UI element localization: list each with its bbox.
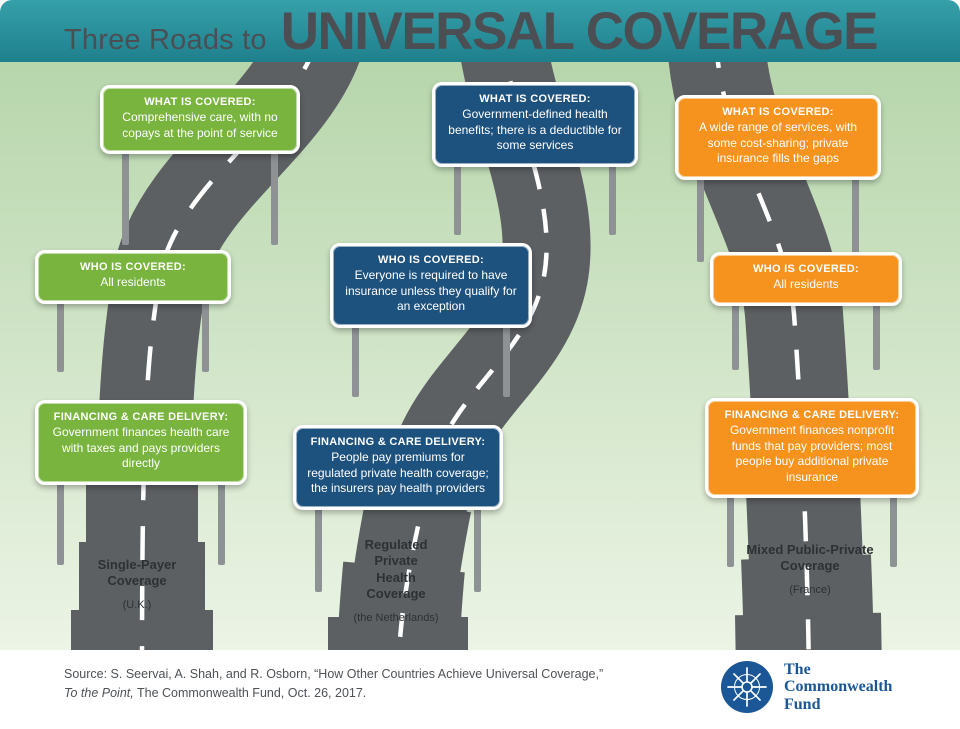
sign-post-right — [873, 282, 880, 370]
road-netherlands-centerline — [396, 62, 549, 650]
logo-line-2: Commonwealth — [784, 678, 893, 696]
sign-post-left — [122, 115, 129, 245]
sign-post-left — [454, 112, 461, 235]
road-sublabel-text: (France) — [789, 584, 831, 597]
sign-post-right — [271, 115, 278, 245]
road-label-france: Mixed Public-Private Coverage (France) — [742, 542, 878, 596]
sign-post-right — [503, 273, 510, 397]
sign-heading: FINANCING & CARE DELIVERY: — [724, 409, 900, 421]
source-publication: To the Point, — [64, 686, 134, 701]
main-scene: WHAT IS COVERED: Comprehensive care, wit… — [0, 62, 960, 650]
road-label-netherlands: Regulated Private Health Coverage (the N… — [330, 537, 462, 624]
sign-heading: WHO IS COVERED: — [753, 263, 859, 275]
sign-uk-what-covered: WHAT IS COVERED: Comprehensive care, wit… — [100, 85, 300, 245]
sign-heading: WHAT IS COVERED: — [722, 106, 834, 118]
sign-heading: WHO IS COVERED: — [80, 261, 186, 273]
sign-body: All residents — [773, 277, 839, 291]
sign-france-financing: FINANCING & CARE DELIVERY: Government fi… — [705, 398, 919, 567]
compass-rose-icon — [721, 661, 773, 713]
road-sublabel-text: (the Netherlands) — [353, 611, 439, 624]
sign-heading: WHAT IS COVERED: — [144, 96, 256, 108]
sign-heading: WHO IS COVERED: — [378, 254, 484, 266]
page-title: Three Roads to UNIVERSAL COVERAGE — [64, 1, 879, 61]
road-label-uk: Single-Payer Coverage (U.K.) — [67, 557, 207, 611]
sign-body: Comprehensive care, with no copays at th… — [122, 110, 278, 140]
sign-france-what-covered: WHAT IS COVERED: A wide range of service… — [675, 95, 881, 262]
road-label-text: Mixed Public-Private Coverage — [746, 542, 874, 574]
commonwealth-fund-logo: The Commonwealth Fund — [720, 660, 892, 714]
logo-text: The Commonwealth Fund — [784, 661, 892, 713]
road-label-text: Regulated Private Health Coverage — [364, 537, 428, 601]
sign-body: People pay premiums for regulated privat… — [307, 450, 489, 496]
sign-post-left — [57, 430, 64, 565]
sign-body: Government finances health care with tax… — [52, 425, 230, 471]
sign-post-left — [697, 125, 704, 262]
sign-netherlands-what-covered: WHAT IS COVERED: Government-defined heal… — [432, 82, 638, 235]
title-main: UNIVERSAL COVERAGE — [280, 1, 879, 61]
road-france-centerline — [715, 62, 811, 650]
sign-body: Everyone is required to have insurance u… — [345, 268, 517, 314]
sign-post-left — [57, 280, 64, 372]
source-line-2: To the Point, The Commonwealth Fund, Oct… — [64, 684, 603, 703]
logo-line-3: Fund — [784, 695, 821, 713]
sign-netherlands-who-covered: WHO IS COVERED: Everyone is required to … — [330, 243, 532, 397]
title-prefix: Three Roads to — [64, 23, 267, 56]
sign-heading: WHAT IS COVERED: — [479, 93, 591, 105]
sign-post-left — [352, 273, 359, 397]
sign-france-who-covered: WHO IS COVERED: All residents — [710, 252, 902, 370]
sign-uk-who-covered: WHO IS COVERED: All residents — [35, 250, 231, 372]
sign-heading: FINANCING & CARE DELIVERY: — [310, 436, 486, 448]
sign-post-right — [474, 455, 481, 592]
road-sublabel-text: (U.K.) — [122, 599, 152, 612]
source-text: Source: S. Seervai, A. Shah, and R. Osbo… — [64, 665, 603, 704]
sign-post-right — [852, 125, 859, 262]
sign-body: A wide range of services, with some cost… — [698, 120, 858, 166]
sign-post-right — [609, 112, 616, 235]
footer: Source: S. Seervai, A. Shah, and R. Osbo… — [0, 650, 960, 729]
logo-line-1: The — [784, 661, 811, 679]
source-line-2-rest: The Commonwealth Fund, Oct. 26, 2017. — [133, 686, 367, 701]
source-line-1: Source: S. Seervai, A. Shah, and R. Osbo… — [64, 667, 604, 681]
sign-post-left — [732, 282, 739, 370]
sign-body: All residents — [100, 275, 166, 289]
sign-uk-financing: FINANCING & CARE DELIVERY: Government fi… — [35, 400, 247, 565]
sign-netherlands-financing: FINANCING & CARE DELIVERY: People pay pr… — [293, 425, 503, 592]
header-bar: Three Roads to UNIVERSAL COVERAGE — [0, 0, 960, 62]
sign-body: Government finances nonprofit funds that… — [729, 423, 895, 484]
road-label-text: Single-Payer Coverage — [97, 557, 177, 589]
sign-post-right — [202, 280, 209, 372]
sign-post-right — [218, 430, 225, 565]
sign-post-left — [315, 455, 322, 592]
sign-body: Government-defined health benefits; ther… — [448, 107, 622, 153]
sign-heading: FINANCING & CARE DELIVERY: — [53, 411, 229, 423]
